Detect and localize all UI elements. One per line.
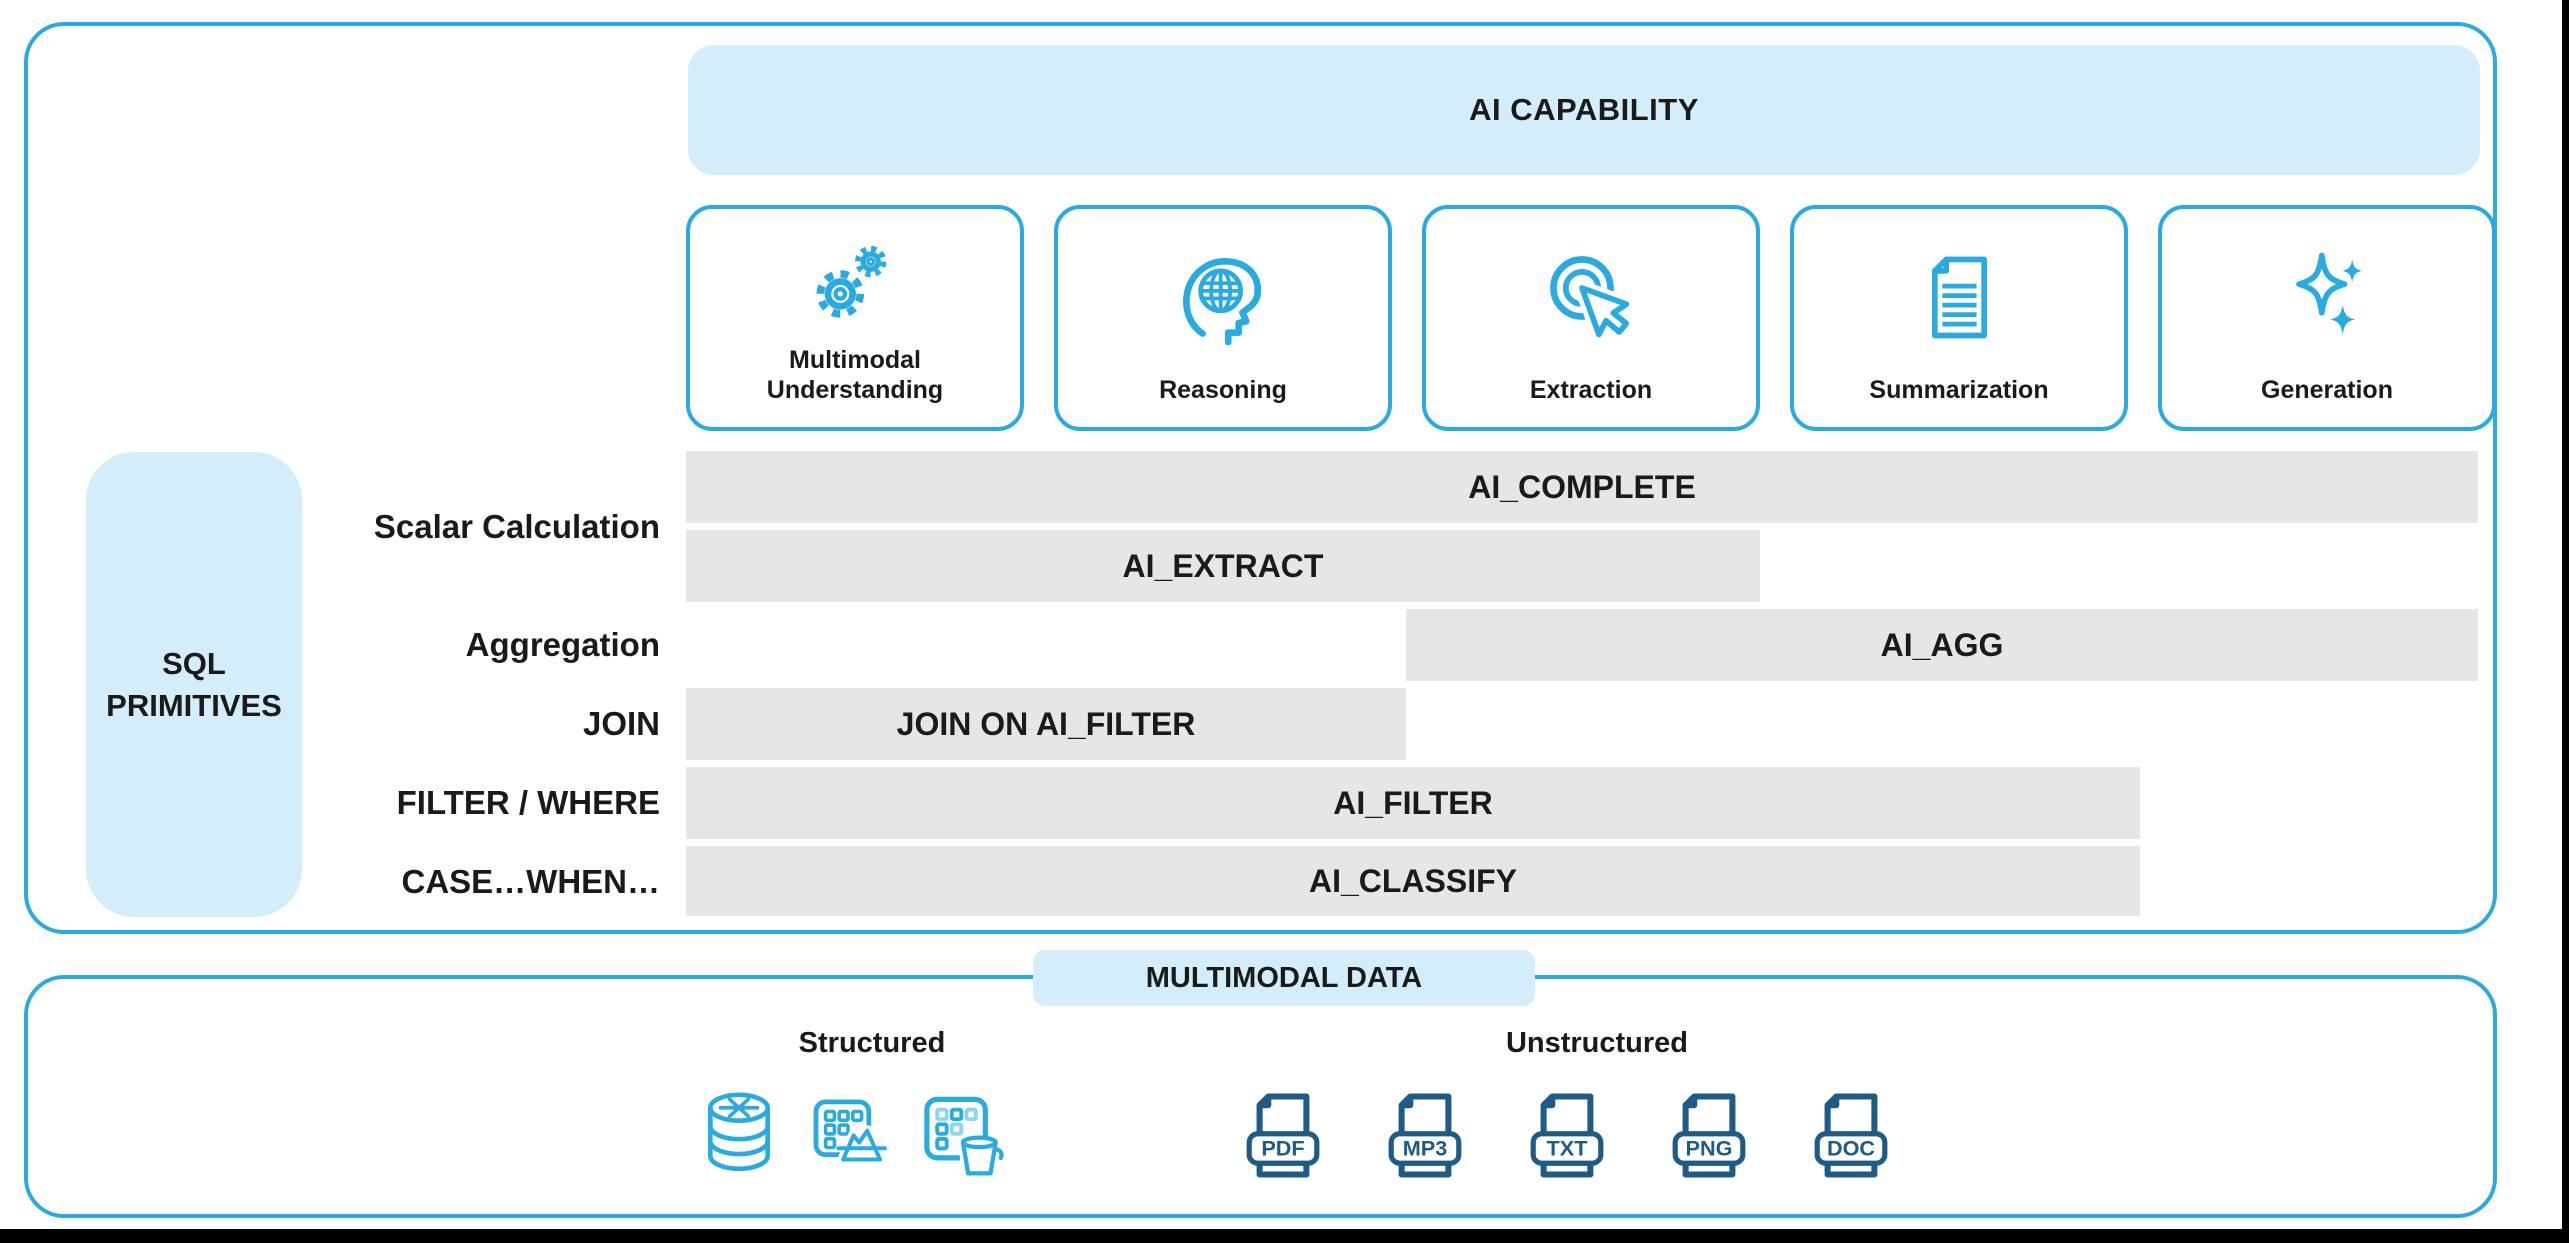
card-label: Extraction (1529, 376, 1653, 404)
bar-ai-complete: AI_COMPLETE (686, 451, 2478, 523)
card-label: Multimodal Understanding (766, 346, 944, 404)
file-badge-label: PNG (1686, 1135, 1733, 1160)
row-label-filter-where: FILTER / WHERE (396, 784, 660, 821)
bucket-table-icon (920, 1088, 1006, 1183)
head-globe-icon (1176, 209, 1271, 375)
sql-primitives-title: SQL PRIMITIVES (106, 645, 282, 723)
bar-ai-extract: AI_EXTRACT (686, 530, 1760, 602)
pdf-file-icon: PDF (1244, 1088, 1322, 1183)
file-badge-label: PDF (1261, 1135, 1304, 1160)
card-label: Reasoning (1159, 376, 1287, 404)
structured-icons-row (702, 1088, 1006, 1183)
cursor-click-icon (1544, 209, 1639, 375)
row-label-aggregation: Aggregation (465, 626, 660, 663)
gears-icon (808, 209, 903, 345)
iceberg-table-icon (808, 1088, 888, 1183)
card-reasoning: Reasoning (1054, 205, 1392, 431)
file-badge-label: TXT (1547, 1135, 1588, 1160)
sparkles-icon (2280, 209, 2375, 375)
doc-file-icon: DOC (1812, 1088, 1890, 1183)
row-label-scalar-calculation: Scalar Calculation (373, 508, 660, 545)
ai-capability-header: AI CAPABILITY (688, 45, 2480, 175)
sql-primitives-box: SQL PRIMITIVES (86, 452, 302, 917)
file-badge-label: DOC (1827, 1135, 1875, 1160)
card-extraction: Extraction (1422, 205, 1760, 431)
multimodal-data-title: MULTIMODAL DATA (1145, 961, 1423, 994)
card-multimodal-understanding: Multimodal Understanding (686, 205, 1024, 431)
txt-file-icon: TXT (1528, 1088, 1606, 1183)
bar-join-on-ai-filter: JOIN ON AI_FILTER (686, 688, 1406, 760)
right-frame-strip (2562, 0, 2569, 1243)
file-badge-label: MP3 (1403, 1135, 1448, 1160)
snowflake-database-icon (702, 1088, 776, 1183)
png-file-icon: PNG (1670, 1088, 1748, 1183)
ai-capability-title: AI CAPABILITY (1469, 92, 1699, 127)
card-label: Generation (2261, 376, 2393, 404)
card-generation: Generation (2158, 205, 2496, 431)
bottom-frame-strip (0, 1229, 2569, 1243)
structured-label: Structured (798, 1027, 946, 1059)
card-summarization: Summarization (1790, 205, 2128, 431)
row-label-join: JOIN (582, 705, 660, 742)
unstructured-icons-row: PDF MP3 TXT (1244, 1088, 1890, 1183)
bar-ai-classify: AI_CLASSIFY (686, 846, 2140, 916)
card-label: Summarization (1869, 376, 2049, 404)
bar-ai-filter: AI_FILTER (686, 767, 2140, 839)
document-lines-icon (1912, 209, 2007, 375)
multimodal-data-pill: MULTIMODAL DATA (1033, 950, 1535, 1006)
row-label-case-when: CASE…WHEN… (401, 863, 660, 900)
mp3-file-icon: MP3 (1386, 1088, 1464, 1183)
unstructured-label: Unstructured (1505, 1027, 1689, 1059)
bar-ai-agg: AI_AGG (1406, 609, 2478, 681)
